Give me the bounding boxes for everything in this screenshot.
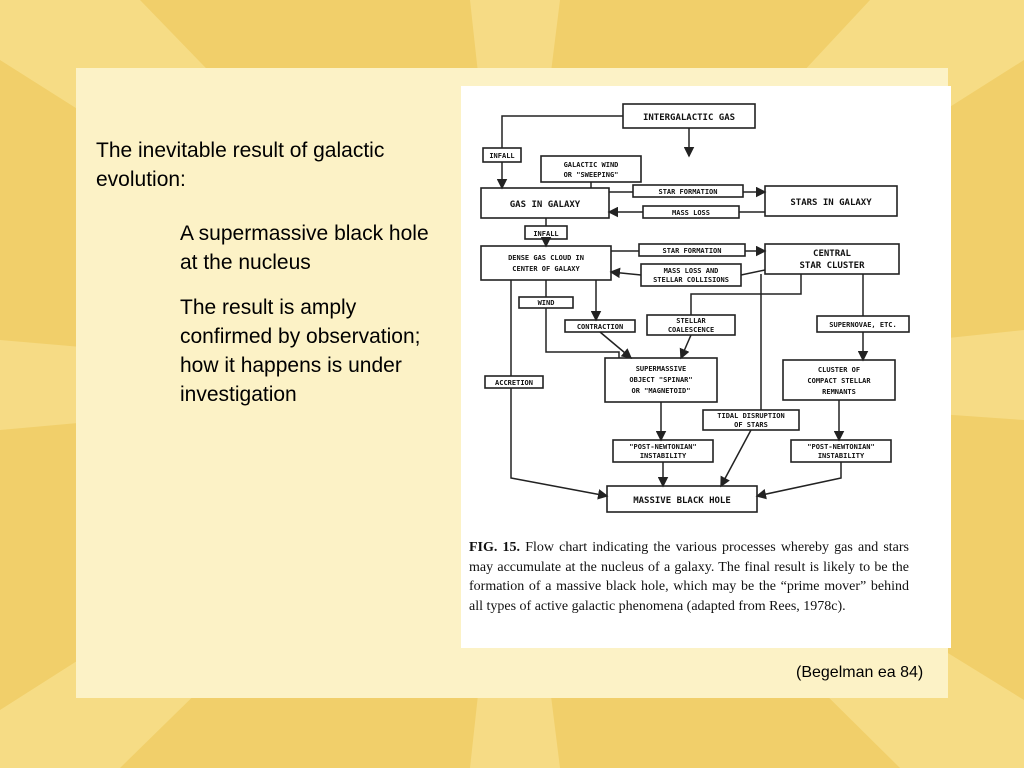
svg-text:STAR CLUSTER: STAR CLUSTER xyxy=(799,261,865,271)
node-wind: WIND xyxy=(518,296,574,309)
lead-text: The inevitable result of galactic evolut… xyxy=(96,139,385,191)
svg-text:OR "SWEEPING": OR "SWEEPING" xyxy=(564,171,619,179)
svg-text:ACCRETION: ACCRETION xyxy=(495,379,533,387)
svg-text:INFALL: INFALL xyxy=(489,152,514,160)
svg-text:MASSIVE BLACK HOLE: MASSIVE BLACK HOLE xyxy=(633,496,731,506)
svg-text:CONTRACTION: CONTRACTION xyxy=(577,323,623,331)
node-post-newtonian-right: "POST-NEWTONIAN" INSTABILITY xyxy=(790,439,892,463)
svg-text:INSTABILITY: INSTABILITY xyxy=(818,452,865,460)
svg-text:MASS LOSS AND: MASS LOSS AND xyxy=(664,267,719,275)
node-stellar-coalescence: STELLAR COALESCENCE xyxy=(646,314,736,336)
flowchart-connectors xyxy=(496,115,869,500)
svg-text:GALACTIC WIND: GALACTIC WIND xyxy=(564,161,619,169)
node-stars-in-galaxy: STARS IN GALAXY xyxy=(764,185,898,217)
node-galactic-wind: GALACTIC WIND OR "SWEEPING" xyxy=(540,155,642,183)
svg-text:INTERGALACTIC GAS: INTERGALACTIC GAS xyxy=(643,113,735,123)
flowchart: INTERGALACTIC GAS INFALL GALACTIC WIND O… xyxy=(480,103,910,513)
source-credit: (Begelman ea 84) xyxy=(796,664,924,681)
svg-text:COALESCENCE: COALESCENCE xyxy=(668,326,714,334)
svg-text:STAR FORMATION: STAR FORMATION xyxy=(658,188,717,196)
svg-text:STARS IN GALAXY: STARS IN GALAXY xyxy=(790,198,872,208)
node-supernovae: SUPERNOVAE, ETC. xyxy=(816,315,910,333)
svg-text:OR "MAGNETOID": OR "MAGNETOID" xyxy=(631,387,690,395)
svg-text:OF STARS: OF STARS xyxy=(734,421,768,429)
svg-text:"POST-NEWTONIAN": "POST-NEWTONIAN" xyxy=(807,443,874,451)
svg-text:INSTABILITY: INSTABILITY xyxy=(640,452,687,460)
node-accretion: ACCRETION xyxy=(484,375,544,389)
node-mass-loss-collisions: MASS LOSS AND STELLAR COLLISIONS xyxy=(640,263,742,287)
node-post-newtonian-left: "POST-NEWTONIAN" INSTABILITY xyxy=(612,439,714,463)
node-massive-black-hole: MASSIVE BLACK HOLE xyxy=(606,485,758,513)
node-mass-loss: MASS LOSS xyxy=(642,205,740,219)
svg-text:SUPERNOVAE, ETC.: SUPERNOVAE, ETC. xyxy=(829,321,896,329)
svg-text:STELLAR: STELLAR xyxy=(676,317,706,325)
svg-text:TIDAL DISRUPTION: TIDAL DISRUPTION xyxy=(717,412,784,420)
flowchart-figure: INTERGALACTIC GAS INFALL GALACTIC WIND O… xyxy=(461,86,951,648)
slide-text: The inevitable result of galactic evolut… xyxy=(96,136,436,425)
svg-text:OBJECT "SPINAR": OBJECT "SPINAR" xyxy=(629,376,692,384)
node-supermassive-object: SUPERMASSIVE OBJECT "SPINAR" OR "MAGNETO… xyxy=(604,357,718,403)
node-gas-in-galaxy: GAS IN GALAXY xyxy=(480,187,610,219)
bullet-black-hole: A supermassive black hole at the nucleus xyxy=(180,222,429,274)
node-intergalactic-gas: INTERGALACTIC GAS xyxy=(622,103,756,129)
node-dense-gas-cloud: DENSE GAS CLOUD IN CENTER OF GALAXY xyxy=(480,245,612,281)
svg-text:STELLAR COLLISIONS: STELLAR COLLISIONS xyxy=(653,276,729,284)
node-infall-1: INFALL xyxy=(482,147,522,163)
node-tidal-disruption: TIDAL DISRUPTION OF STARS xyxy=(702,409,800,431)
svg-text:GAS IN GALAXY: GAS IN GALAXY xyxy=(510,200,581,210)
svg-text:"POST-NEWTONIAN": "POST-NEWTONIAN" xyxy=(629,443,696,451)
svg-text:SUPERMASSIVE: SUPERMASSIVE xyxy=(636,365,687,373)
figure-caption: FIG. 15. Flow chart indicating the vario… xyxy=(469,538,909,616)
node-star-formation-2: STAR FORMATION xyxy=(638,243,746,257)
svg-text:REMNANTS: REMNANTS xyxy=(822,388,856,396)
node-compact-remnants: CLUSTER OF COMPACT STELLAR REMNANTS xyxy=(782,359,896,401)
bullet-observation: The result is amply confirmed by observa… xyxy=(180,296,421,406)
node-contraction: CONTRACTION xyxy=(564,319,636,333)
svg-text:COMPACT STELLAR: COMPACT STELLAR xyxy=(807,377,871,385)
node-star-formation-1: STAR FORMATION xyxy=(632,184,744,198)
svg-text:WIND: WIND xyxy=(538,299,555,307)
svg-text:INFALL: INFALL xyxy=(533,230,558,238)
svg-text:MASS LOSS: MASS LOSS xyxy=(672,209,710,217)
node-central-star-cluster: CENTRAL STAR CLUSTER xyxy=(764,243,900,275)
svg-text:CLUSTER OF: CLUSTER OF xyxy=(818,366,860,374)
caption-text: Flow chart indicating the various proces… xyxy=(469,540,910,614)
caption-label: FIG. 15. xyxy=(469,540,521,555)
svg-text:CENTER OF GALAXY: CENTER OF GALAXY xyxy=(512,265,580,273)
svg-text:DENSE GAS CLOUD IN: DENSE GAS CLOUD IN xyxy=(508,254,584,262)
svg-text:STAR FORMATION: STAR FORMATION xyxy=(662,247,721,255)
svg-text:CENTRAL: CENTRAL xyxy=(813,249,852,259)
node-infall-2: INFALL xyxy=(524,225,568,240)
